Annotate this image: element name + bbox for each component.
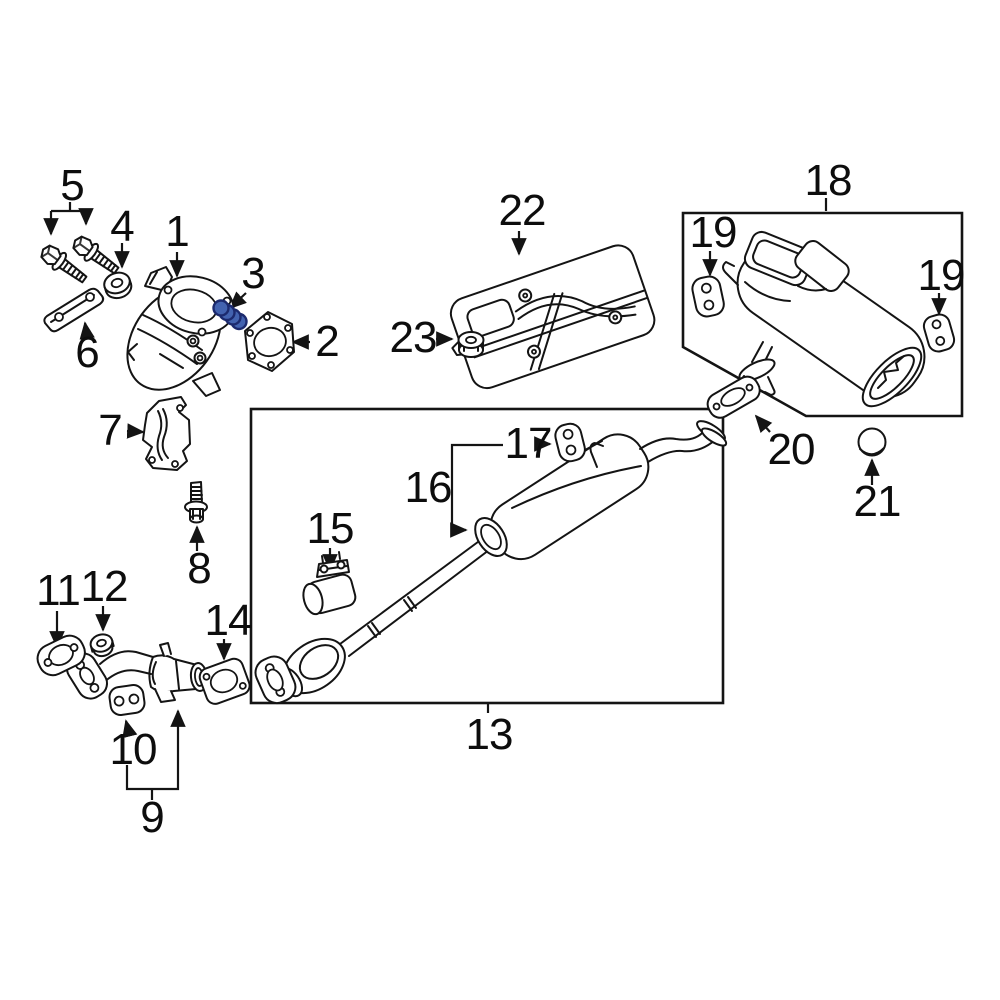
callout-1[interactable]: 1 xyxy=(165,207,190,256)
part-2-gasket[interactable] xyxy=(244,311,295,372)
part-12-nut[interactable] xyxy=(89,632,116,658)
callout-6[interactable]: 6 xyxy=(75,328,100,377)
callout-21[interactable]: 21 xyxy=(853,477,902,526)
callout-5[interactable]: 5 xyxy=(60,161,85,210)
callout-20[interactable]: 20 xyxy=(767,425,816,474)
callout-10[interactable]: 10 xyxy=(109,725,158,774)
part-11-gasket[interactable] xyxy=(33,631,90,680)
part-19-hanger-right[interactable] xyxy=(922,312,957,354)
part-14-gasket[interactable] xyxy=(197,656,252,706)
callout-7[interactable]: 7 xyxy=(98,406,123,455)
callout-19-right[interactable]: 19 xyxy=(917,251,966,300)
callout-23[interactable]: 23 xyxy=(389,313,438,362)
part-3-stud-highlighted[interactable] xyxy=(212,299,248,331)
part-1-catalytic-converter[interactable] xyxy=(108,266,240,408)
callout-19-left[interactable]: 19 xyxy=(689,208,738,257)
callout-2[interactable]: 2 xyxy=(315,317,340,366)
inlet-flange xyxy=(254,655,297,705)
callout-11[interactable]: 11 xyxy=(36,566,81,615)
part-8-bolt[interactable] xyxy=(184,481,208,524)
callout-18[interactable]: 18 xyxy=(804,156,853,205)
callout-13[interactable]: 13 xyxy=(465,710,514,759)
box-13-center-exhaust xyxy=(249,407,725,705)
part-15-pipe-clamp[interactable] xyxy=(300,551,357,616)
part-10-hanger[interactable] xyxy=(108,684,146,716)
callout-4[interactable]: 4 xyxy=(110,202,135,251)
part-18-rear-muffler[interactable] xyxy=(722,228,939,415)
part-20-gasket[interactable] xyxy=(704,373,764,422)
callout-15[interactable]: 15 xyxy=(306,504,355,553)
part-21-cap[interactable] xyxy=(857,427,887,457)
part-17-hanger[interactable] xyxy=(553,421,587,463)
part-4-nut[interactable] xyxy=(102,269,134,301)
callout-9[interactable]: 9 xyxy=(140,793,165,842)
callout-22[interactable]: 22 xyxy=(498,186,547,235)
part-7-support-bracket[interactable] xyxy=(142,396,191,471)
part-13-center-exhaust-assembly[interactable] xyxy=(251,417,728,707)
callout-14[interactable]: 14 xyxy=(204,596,253,645)
part-19-hanger-left[interactable] xyxy=(690,275,725,319)
callout-3[interactable]: 3 xyxy=(241,249,266,298)
part-23-nut[interactable] xyxy=(457,331,485,358)
callout-12[interactable]: 12 xyxy=(80,562,129,611)
part-6-strap-bracket[interactable] xyxy=(43,287,105,333)
callout-17[interactable]: 17 xyxy=(504,419,553,468)
callout-8[interactable]: 8 xyxy=(187,544,212,593)
callout-16[interactable]: 16 xyxy=(404,463,453,512)
box-18-rear-muffler xyxy=(681,211,964,418)
part-22-heat-shield[interactable] xyxy=(438,241,659,395)
